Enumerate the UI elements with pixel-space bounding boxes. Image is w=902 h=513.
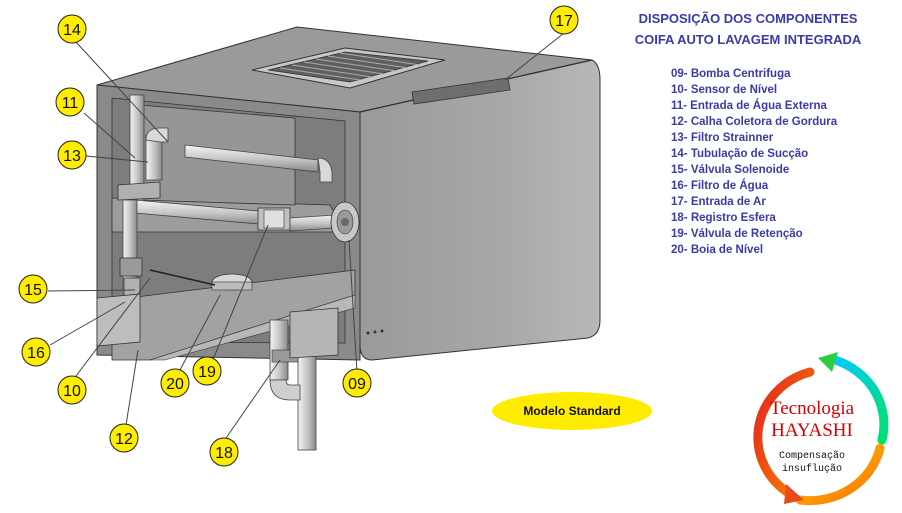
svg-text:insuflução: insuflução xyxy=(782,463,842,475)
svg-text:20: 20 xyxy=(166,376,184,393)
title-line-2: COIFA AUTO LAVAGEM INTEGRADA xyxy=(634,32,862,47)
legend-item: 18- Registro Esfera xyxy=(671,212,776,224)
svg-text:15: 15 xyxy=(24,282,42,299)
legend-item: 15- Válvula Solenoide xyxy=(671,164,790,176)
callout-20: 20 xyxy=(160,368,190,398)
svg-text:13: 13 xyxy=(63,148,81,165)
svg-text:Tecnologia: Tecnologia xyxy=(770,398,855,419)
legend-item: 12- Calha Coletora de Gordura xyxy=(671,116,838,128)
model-badge: Modelo Standard xyxy=(492,392,652,430)
top-grill xyxy=(251,47,446,89)
legend-item: 13- Filtro Strainner xyxy=(671,132,774,144)
legend-item: 19- Válvula de Retenção xyxy=(671,228,803,240)
svg-text:11: 11 xyxy=(62,95,79,112)
component-legend: 09- Bomba Centrifuga 10- Sensor de Nível… xyxy=(671,66,837,258)
callout-16: 16 xyxy=(21,337,51,367)
svg-text:10: 10 xyxy=(63,383,81,400)
legend-item: 16- Filtro de Água xyxy=(671,180,769,192)
svg-text:Compensação: Compensação xyxy=(779,450,845,462)
legend-item: 14- Tubulação de Sucção xyxy=(671,148,809,160)
air-inlet xyxy=(411,77,511,105)
svg-text:18: 18 xyxy=(215,445,233,462)
svg-text:HAYASHI: HAYASHI xyxy=(771,420,853,441)
callout-13: 13 xyxy=(57,140,87,170)
legend-item: 09- Bomba Centrifuga xyxy=(671,68,791,80)
piping xyxy=(96,94,360,451)
callout-18: 18 xyxy=(209,437,239,467)
legend-item: 20- Boia de Nível xyxy=(671,244,764,256)
callout-09: 09 xyxy=(342,368,372,398)
svg-text:19: 19 xyxy=(198,364,216,381)
callout-12: 12 xyxy=(109,423,139,453)
svg-text:12: 12 xyxy=(115,431,133,448)
svg-text:09: 09 xyxy=(348,376,366,393)
hayashi-logo: Tecnologia HAYASHI Compensação insufluçã… xyxy=(753,352,889,506)
title-line-1: DISPOSIÇÃO DOS COMPONENTES xyxy=(638,11,858,26)
svg-text:14: 14 xyxy=(63,22,81,39)
callout-19: 19 xyxy=(192,356,222,386)
callout-14: 14 xyxy=(57,14,87,44)
callout-10: 10 xyxy=(57,375,87,405)
legend-item: 17- Entrada de Ar xyxy=(671,196,766,208)
callout-11: 11 xyxy=(55,87,85,117)
legend-item: 11- Entrada de Água Externa xyxy=(671,100,827,112)
arrow-icon xyxy=(818,352,838,372)
legend-item: 10- Sensor de Nível xyxy=(671,84,778,96)
arrow-icon xyxy=(784,484,804,504)
svg-text:17: 17 xyxy=(555,13,573,30)
callout-17: 17 xyxy=(549,5,579,35)
callout-15: 15 xyxy=(18,274,48,304)
svg-text:16: 16 xyxy=(27,345,45,362)
